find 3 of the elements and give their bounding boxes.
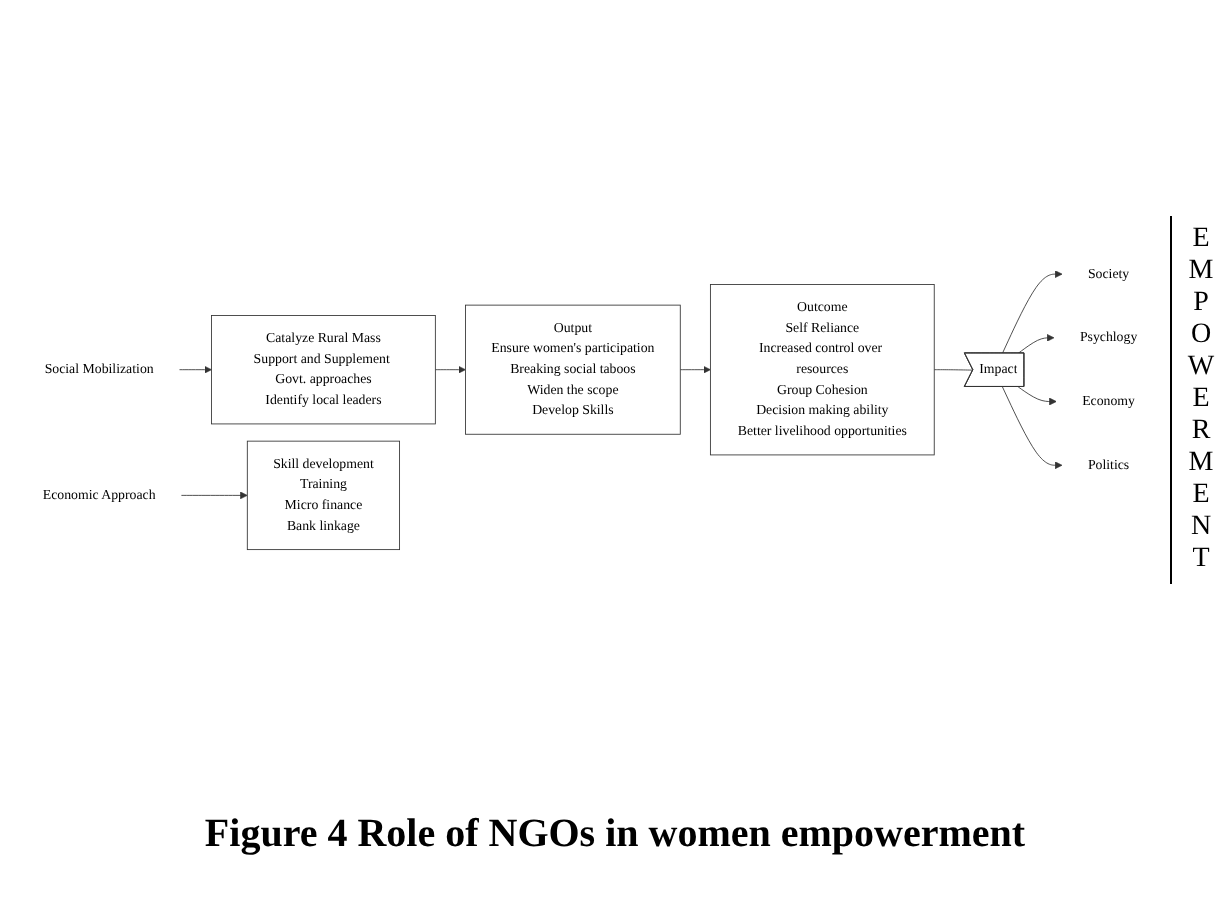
- vertical-label: EMPOWERMENT: [1170, 216, 1220, 584]
- connector: [933, 369, 974, 371]
- figure-caption: Figure 4 Role of NGOs in women empowerment: [204, 812, 1026, 858]
